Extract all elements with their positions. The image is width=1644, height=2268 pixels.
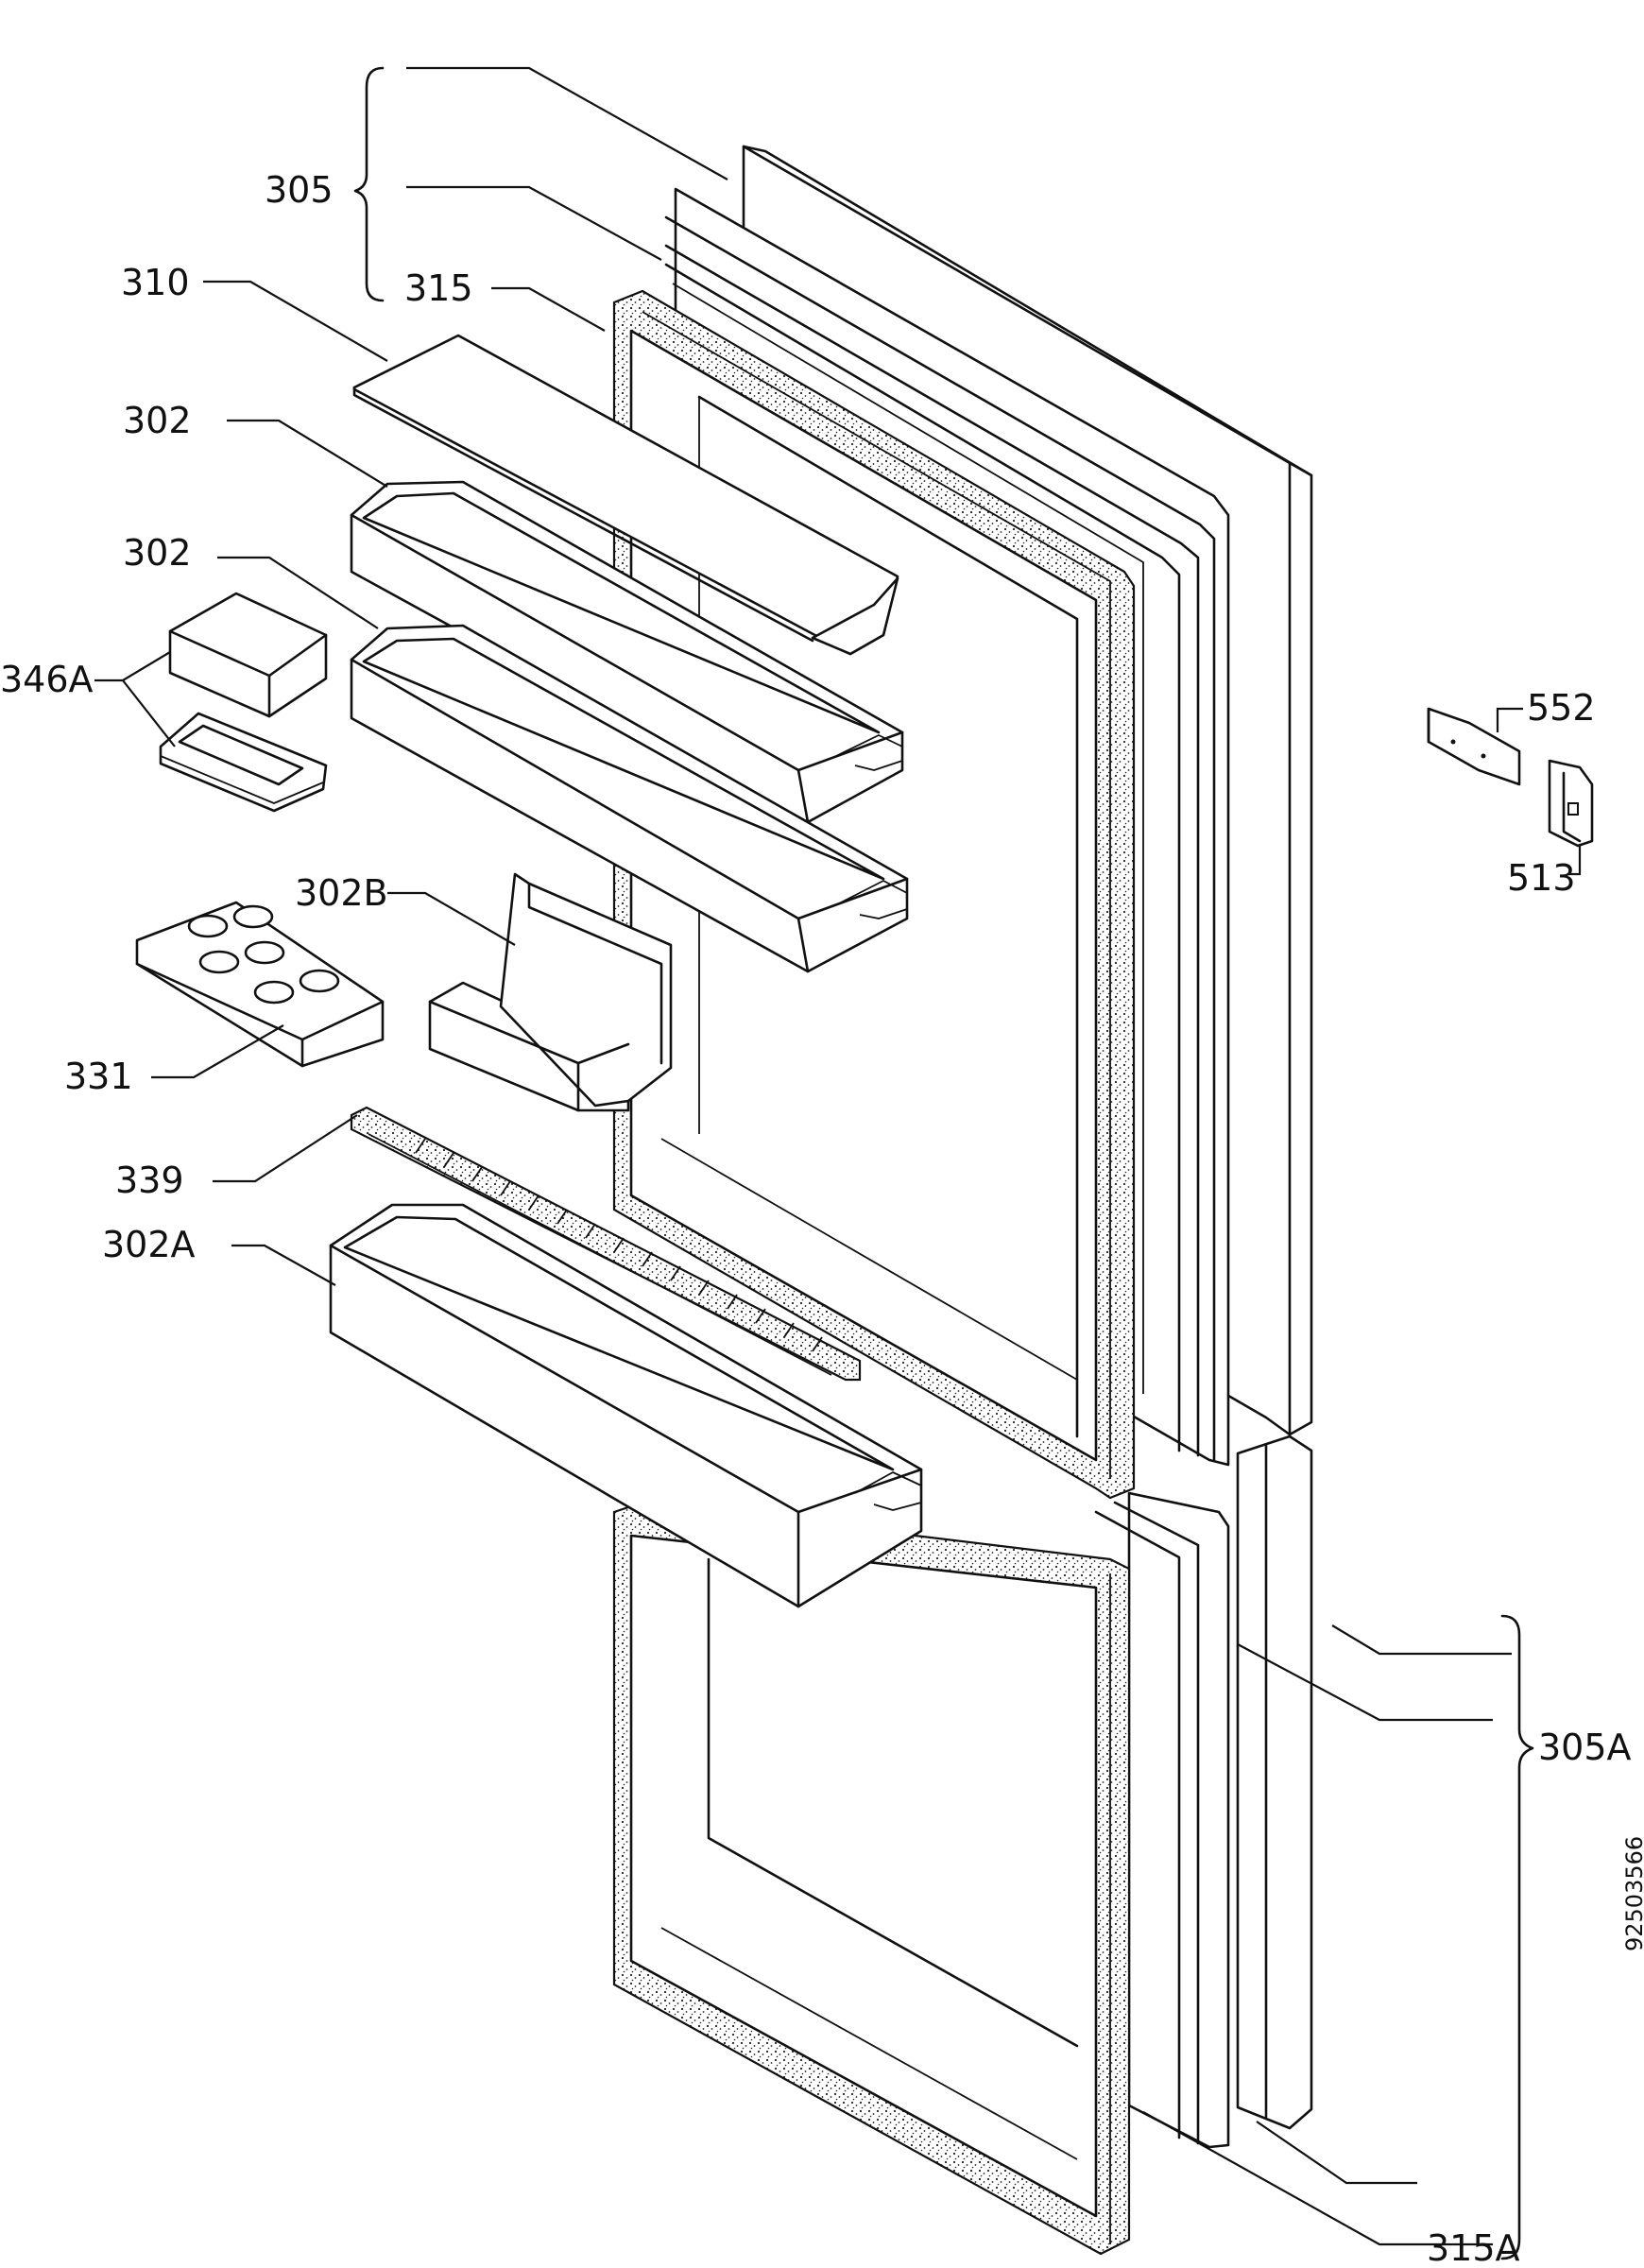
shelf-cover-310 (352, 334, 899, 656)
label-331: 331 (64, 1056, 133, 1097)
bottle-retainer-339 (350, 1106, 862, 1382)
label-302A: 302A (102, 1224, 196, 1265)
hinge-bracket-513 (1548, 759, 1594, 848)
label-302-upper: 302 (123, 400, 192, 441)
label-513: 513 (1507, 857, 1576, 899)
label-339: 339 (115, 1160, 184, 1201)
leader-lines (94, 66, 1582, 2246)
label-315A: 315A (1427, 2227, 1520, 2268)
label-305A: 305A (1538, 1727, 1632, 1768)
hinge-bracket-552 (1427, 707, 1521, 786)
label-346A: 346A (0, 659, 94, 700)
brace-305 (353, 66, 385, 302)
label-302B: 302B (295, 872, 388, 914)
butter-box-346A (168, 592, 328, 718)
label-552: 552 (1527, 687, 1596, 729)
label-310: 310 (121, 262, 190, 303)
label-305: 305 (265, 169, 334, 211)
lower-door-panel (1236, 1435, 1313, 2130)
lower-door-gasket (612, 1501, 1131, 2256)
egg-tray-331 (135, 901, 385, 1068)
drawing-number: 92503566 (1621, 1836, 1644, 1951)
part-labels: 305 315 310 302 302 346A 302B 331 339 30… (0, 169, 1632, 2268)
brace-305A (1500, 1614, 1534, 2260)
door-shelf-302A (329, 1203, 923, 1608)
door-shelf-302-lower (350, 624, 909, 973)
label-315: 315 (404, 267, 473, 309)
label-302-lower: 302 (123, 532, 192, 574)
door-shelf-302-upper (350, 480, 904, 824)
butter-box-lid-346A (159, 712, 328, 813)
bottle-holder-302B (428, 872, 673, 1112)
